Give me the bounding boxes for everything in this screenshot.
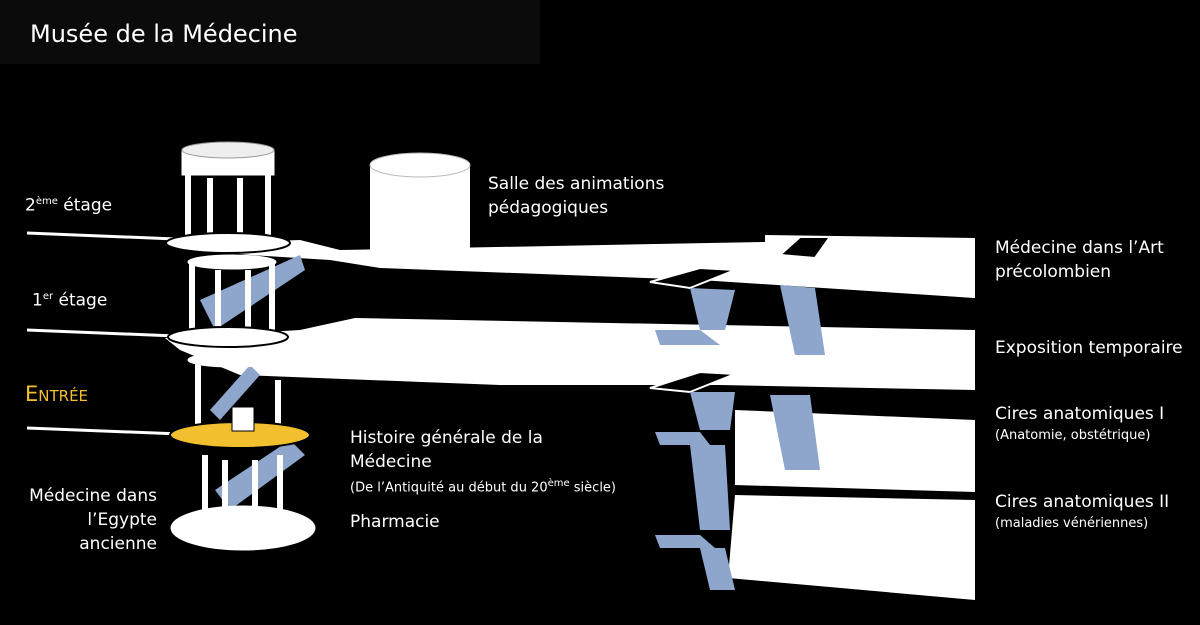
temporary-exhibition-label: Exposition temporaire: [995, 338, 1183, 358]
first-floor-label: 1er étage: [32, 290, 108, 311]
first-floor-slab: [165, 318, 975, 390]
second-floor-label: 2ème étage: [25, 195, 113, 216]
animation-room-cylinder: [369, 152, 471, 261]
tower: [165, 141, 316, 551]
cires-2-label: Cires anatomiques II(maladies vénérienne…: [995, 492, 1170, 531]
stair-openings: [649, 236, 832, 394]
entrance-label: Entrée: [25, 382, 89, 406]
page-title: Musée de la Médecine: [0, 0, 540, 64]
cires-1-label: Cires anatomiques I(Anatomie, obstétriqu…: [995, 404, 1165, 443]
pharmacie-label: Pharmacie: [350, 512, 440, 532]
basement-slab: [728, 495, 975, 600]
ground-floor-slab: [735, 410, 975, 492]
